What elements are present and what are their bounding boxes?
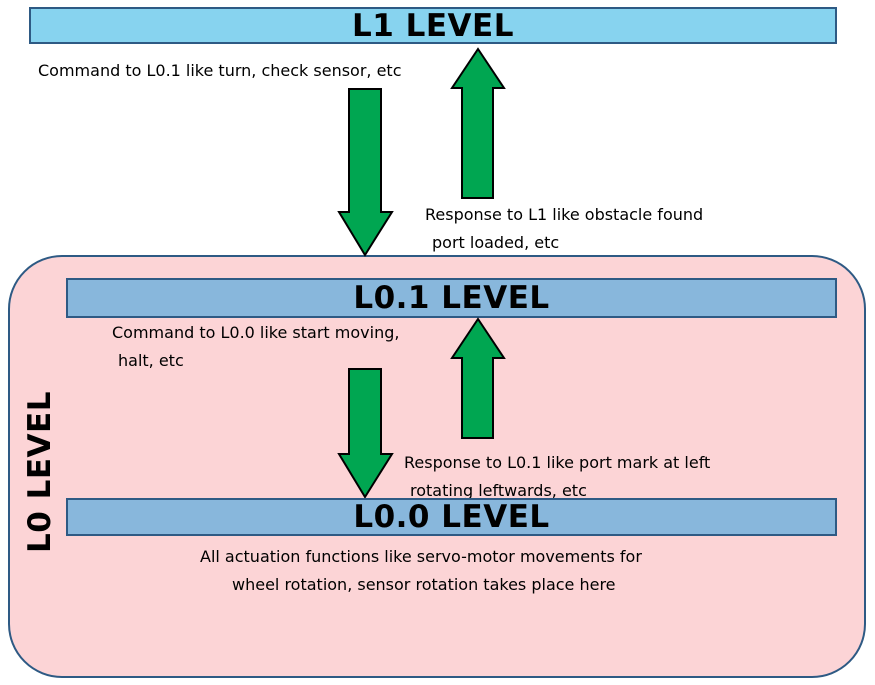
down-arrow-l01-to-l00 [337,368,394,499]
command-to-l00-note-line2: halt, etc [118,351,184,370]
l0-level-label: L0 LEVEL [22,391,58,553]
command-to-l00-note-line1: Command to L0.0 like start moving, [112,323,400,342]
response-to-l01-note-line2: rotating leftwards, etc [410,481,587,500]
actuation-note-line1: All actuation functions like servo-motor… [200,547,642,566]
response-to-l01-note-line1: Response to L0.1 like port mark at left [404,453,711,472]
l01-level-label: L0.1 LEVEL [353,280,550,316]
l1-level-label: L1 LEVEL [352,7,514,44]
down-arrow-l1-to-l01 [337,88,394,257]
command-to-l01-note: Command to L0.1 like turn, check sensor,… [38,61,402,80]
l00-level-bar: L0.0 LEVEL [66,498,837,536]
actuation-note-line2: wheel rotation, sensor rotation takes pl… [232,575,616,594]
l0-level-panel [8,255,866,678]
l00-level-label: L0.0 LEVEL [353,499,550,535]
up-arrow-l00-to-l01 [450,317,506,439]
l01-level-bar: L0.1 LEVEL [66,278,837,318]
l1-level-bar: L1 LEVEL [29,7,837,44]
response-to-l1-note-line2: port loaded, etc [432,233,560,252]
response-to-l1-note-line1: Response to L1 like obstacle found [425,205,704,224]
up-arrow-l01-to-l1 [450,47,506,199]
